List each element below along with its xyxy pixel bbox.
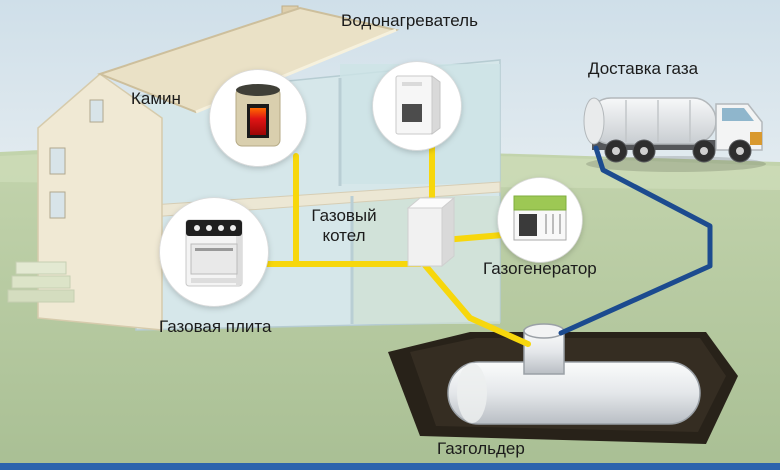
fireplace-top-rim [236,84,280,96]
tank-end-cap [457,363,487,423]
water-heater-side [431,75,441,135]
gas-delivery-label: Доставка газа [588,59,699,78]
truck-cab-window [722,108,754,121]
stove-burner-knobs [194,225,236,231]
gas-generator-circle [497,177,583,263]
gas-generator-circle-ring [498,178,582,262]
fireplace-fire-glow [250,108,266,135]
porch-steps [7,261,75,303]
gas-stove-circle [159,197,269,307]
boiler-front-face [407,207,443,267]
gable-window-2 [49,191,66,219]
water-heater-circle-ring [373,62,461,150]
truck-tank-rear-cap [583,97,605,145]
stove-oven-handle [195,248,233,251]
water-heater-vent [402,82,422,86]
stove-drawer [191,278,237,283]
fireplace-circle [209,69,307,167]
gas-boiler-label: Газовый котел [311,206,377,246]
truck-bumper [750,132,762,145]
gas-generator-label: Газогенератор [483,259,597,278]
tank-cylinder [447,361,701,425]
gas-boiler-unit [406,196,456,268]
stove-cooktop [186,220,242,236]
tank-neck-top [523,323,565,339]
generator-canopy [513,195,567,211]
truck-shadow [586,156,766,172]
truck-chassis [592,140,762,150]
fireplace-circle-ring [210,70,306,166]
gable-window-1 [49,147,66,175]
water-heater-circle [372,61,462,151]
water-heater-panel [402,104,422,122]
gas-stove-circle-ring [160,198,268,306]
truck-wheels [604,139,752,163]
gas-holder-label: Газгольдер [437,439,525,458]
truck-tank [587,97,717,145]
generator-panel [519,214,537,236]
gas-stove-label: Газовая плита [159,317,272,336]
fireplace-label: Камин [131,89,181,108]
generator-grille [545,214,561,234]
boiler-side-face [441,196,455,268]
pipe-to-tank [421,261,531,347]
water-heater-label: Водонагреватель [341,11,478,30]
delivery-truck [583,97,766,172]
stove-side-shade [236,221,242,285]
delivery-pipe [558,145,713,336]
gable-window-top [89,99,104,123]
footer-bar [0,463,780,470]
